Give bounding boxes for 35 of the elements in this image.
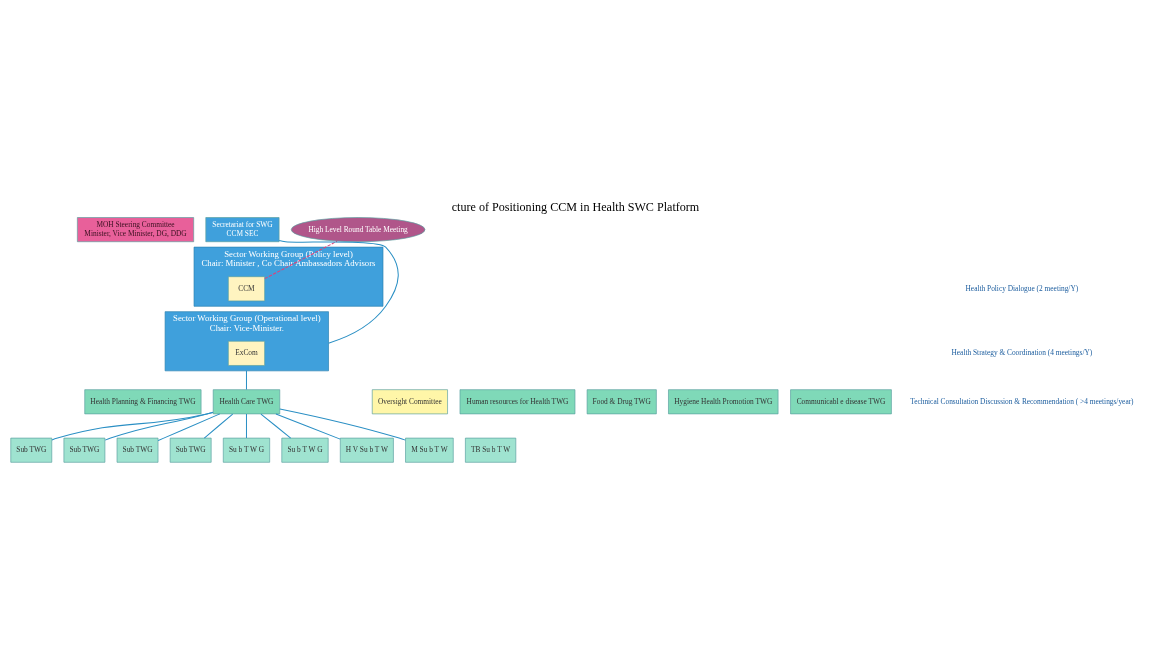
connector xyxy=(245,413,247,439)
node-box: Oversight Committee xyxy=(371,389,448,415)
node-box: Communicabl e disease TWG xyxy=(790,389,892,415)
connector xyxy=(245,370,247,391)
node-box: Sub TWG xyxy=(169,437,212,463)
node-box: MOH Steering Committee Minister, Vice Minister, DG, DDG xyxy=(77,217,195,243)
label: Health Strategy & Coordination (4 meetings/Y) xyxy=(951,348,1093,358)
label: Health Policy Dialogue (2 meeting/Y) xyxy=(965,283,1079,293)
node-box: Su b T W G xyxy=(222,437,270,463)
connector xyxy=(157,413,221,442)
connector xyxy=(279,408,406,441)
diagram-title: cture of Positioning CCM in Health SWC Platform xyxy=(451,200,700,215)
node-box: ExCom xyxy=(228,340,265,366)
node-box: Health Planning & Financing TWG xyxy=(84,389,202,415)
label: Technical Consultation Discussion & Recommendation ( >4 meetings/year) xyxy=(910,396,1134,406)
connector xyxy=(104,411,214,441)
node-box: H V Su b T W xyxy=(339,437,394,463)
node-box: Secretariat for SWG CCM SEC xyxy=(205,217,280,243)
connector xyxy=(51,411,214,441)
connector xyxy=(203,413,234,439)
connector xyxy=(275,413,341,440)
node-box: Food & Drug TWG xyxy=(586,389,657,415)
node-box: M Su b T W xyxy=(405,437,454,463)
node-ellipse: High Level Round Table Meeting xyxy=(290,217,426,243)
node-box: CCM xyxy=(228,276,265,302)
node-box: Sub TWG xyxy=(63,437,106,463)
node-box: Sub TWG xyxy=(116,437,159,463)
node-box: Human resources for Health TWG xyxy=(459,389,576,415)
node-box: Su b T W G xyxy=(281,437,329,463)
connector xyxy=(260,413,292,439)
node-box: Sub TWG xyxy=(10,437,53,463)
node-box: Hygiene Health Promotion TWG xyxy=(668,389,779,415)
node-box: Health Care TWG xyxy=(212,389,281,415)
connector xyxy=(278,240,399,344)
node-box: TB Su b T W xyxy=(465,437,517,463)
